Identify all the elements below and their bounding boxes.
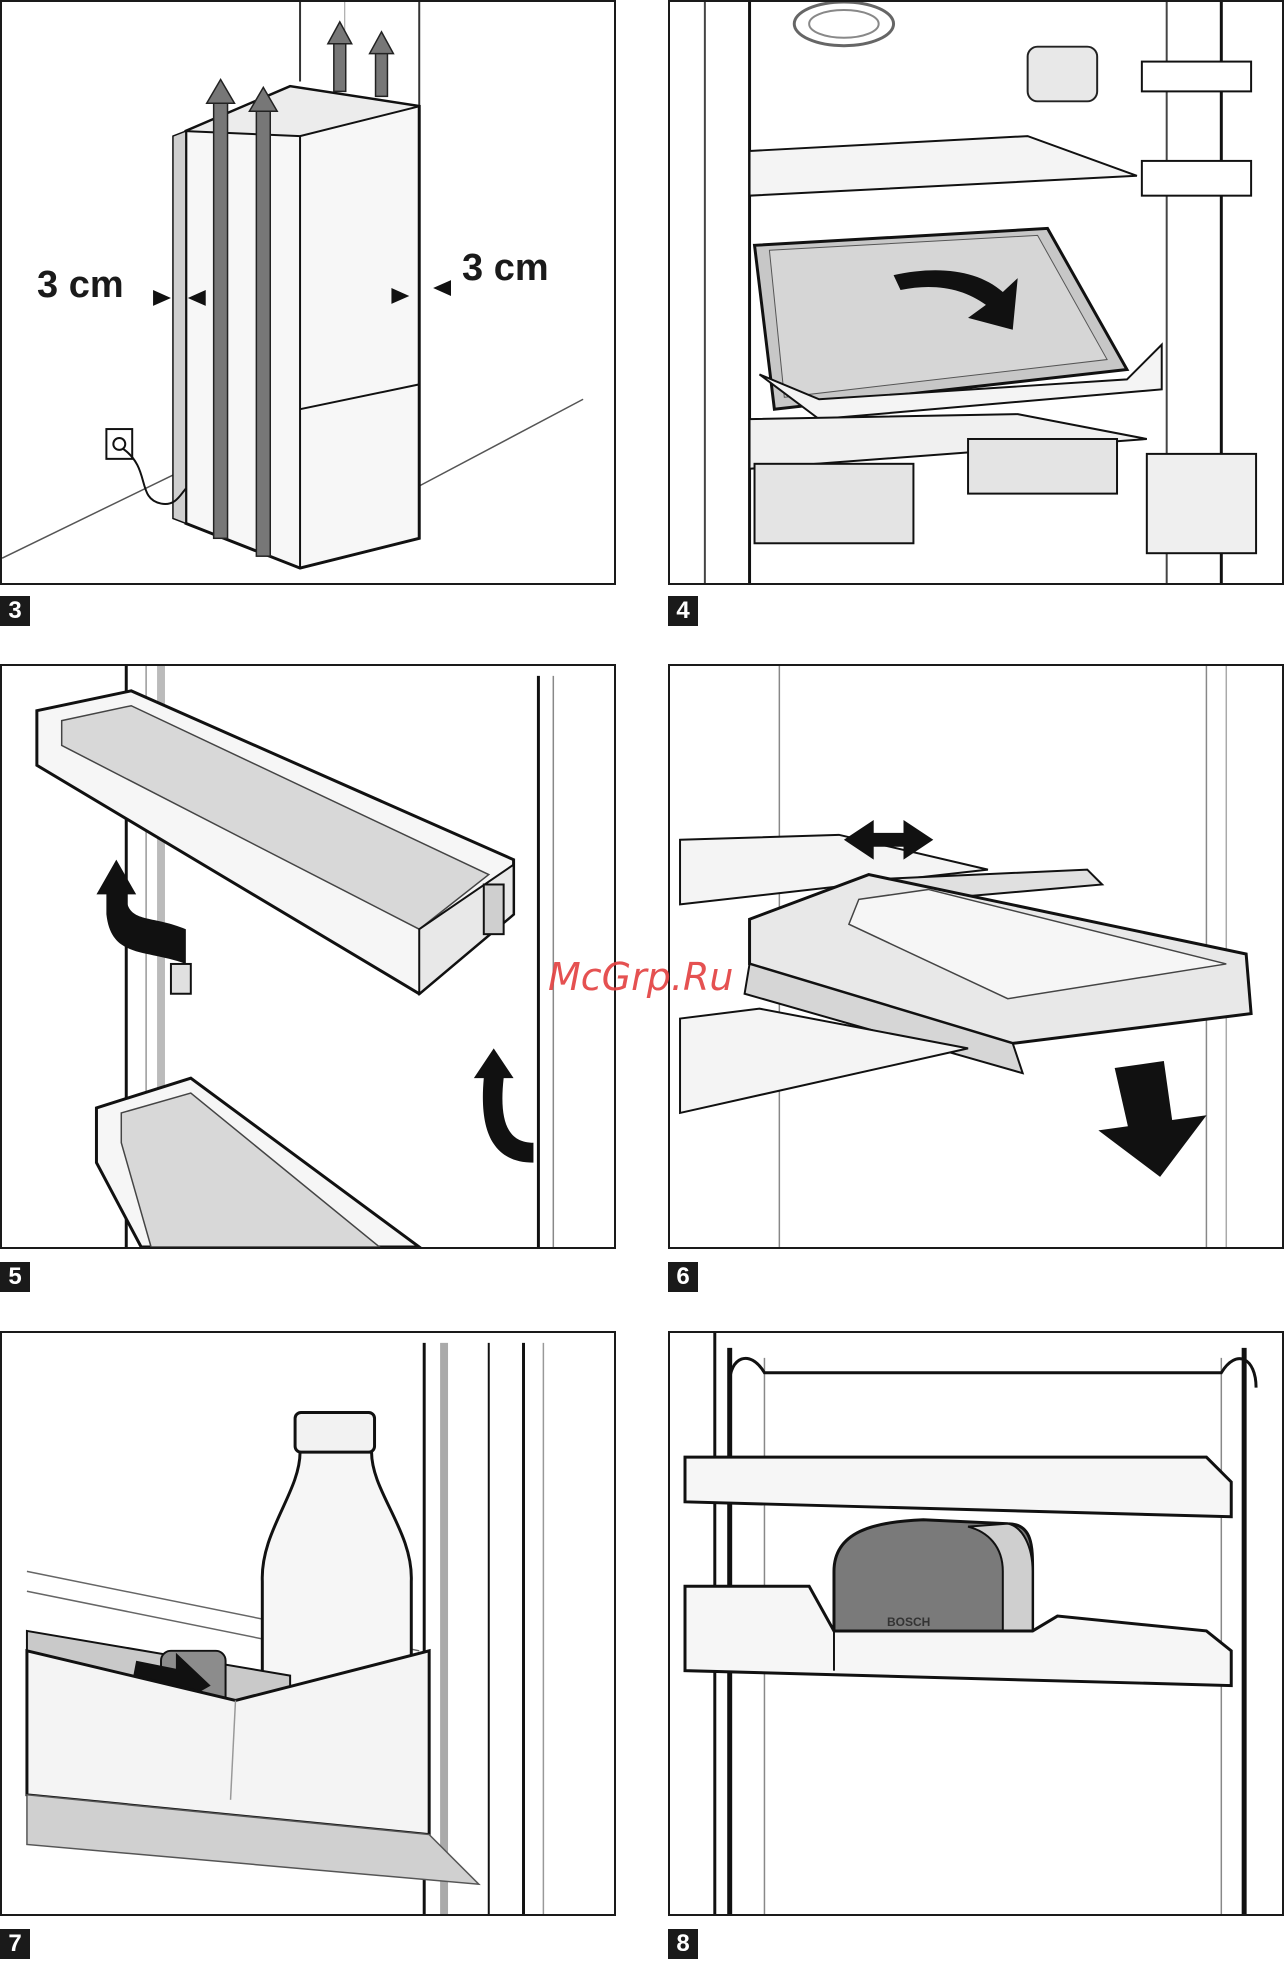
right-gap-label: 3 cm (462, 247, 549, 290)
figure-number-5: 5 (0, 1262, 30, 1292)
figure-3-panel: 3 cm 3 cm (0, 0, 616, 585)
figure-5-illustration (2, 666, 614, 1247)
figure-number-4: 4 (668, 596, 698, 626)
figure-number-3: 3 (0, 596, 30, 626)
figure-7-panel (0, 1331, 616, 1916)
figure-8-panel: BOSCH (668, 1331, 1284, 1916)
figure-7-illustration (2, 1333, 614, 1914)
figure-6-illustration (670, 666, 1282, 1247)
figure-6-panel (668, 664, 1284, 1249)
figure-4-illustration (670, 2, 1282, 583)
butter-compartment-brand-label: BOSCH (887, 1615, 930, 1629)
figure-number-6: 6 (668, 1262, 698, 1292)
figure-8-illustration (670, 1333, 1282, 1914)
figure-number-7: 7 (0, 1929, 30, 1959)
figure-number-8: 8 (668, 1929, 698, 1959)
figure-4-panel (668, 0, 1284, 585)
watermark-text: McGrp.Ru (548, 955, 733, 999)
left-gap-label: 3 cm (37, 264, 124, 307)
figure-5-panel (0, 664, 616, 1249)
